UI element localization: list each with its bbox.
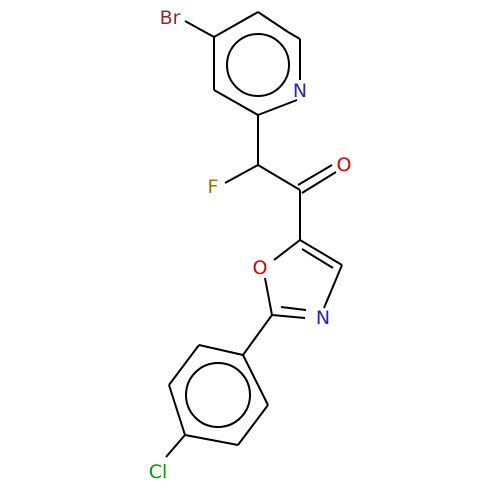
atom-label-n-oxazole: N bbox=[316, 307, 330, 329]
bond-ph-1 bbox=[198, 344, 244, 356]
bond-ox-c2-n3-a bbox=[271, 314, 306, 319]
bond-co-o-b bbox=[301, 171, 337, 194]
bond-ox-c2-n3-b bbox=[280, 306, 307, 311]
bond-ph-6 bbox=[242, 354, 269, 406]
bond-ox-n3-c4 bbox=[323, 264, 343, 309]
bond-ox-c2-ph bbox=[242, 314, 273, 356]
bond-co-o-a bbox=[297, 164, 333, 186]
atom-label-cl: Cl bbox=[149, 461, 168, 483]
bond-c2-n bbox=[287, 31, 301, 40]
atom-label-f: F bbox=[208, 176, 219, 198]
atom-label-br: Br bbox=[160, 7, 181, 29]
bond-ox-o1-c2 bbox=[264, 277, 273, 316]
bond-ph-2 bbox=[168, 344, 200, 386]
bond-ph-4 bbox=[184, 434, 239, 446]
bonds bbox=[165, 11, 343, 458]
bond-br-c4 bbox=[184, 20, 215, 38]
atom-label-o-carbonyl: O bbox=[337, 154, 352, 176]
bond-chf-co bbox=[257, 164, 301, 191]
bond-c6-c5 bbox=[257, 99, 298, 116]
bond-ph-3 bbox=[168, 384, 186, 436]
bond-ox-c4-c5-b bbox=[301, 248, 334, 269]
bond-c3-c2 bbox=[257, 11, 289, 33]
pyridine-aromatic-ring bbox=[226, 33, 290, 97]
atom-labels: Br N F O O N Cl bbox=[149, 7, 352, 483]
bond-c4-c3 bbox=[213, 11, 259, 38]
atom-label-n-pyridine: N bbox=[293, 80, 307, 102]
bond-ox-c4-c5-a bbox=[299, 239, 343, 266]
atom-label-o-oxazole: O bbox=[253, 257, 268, 279]
bond-c5-ca bbox=[213, 89, 259, 116]
bond-chf-f bbox=[224, 164, 259, 184]
bond-ph-5 bbox=[237, 404, 269, 446]
phenyl-aromatic-ring bbox=[185, 362, 251, 428]
bond-ph-cl bbox=[165, 434, 186, 458]
bond-ox-c5-o1 bbox=[273, 239, 301, 261]
